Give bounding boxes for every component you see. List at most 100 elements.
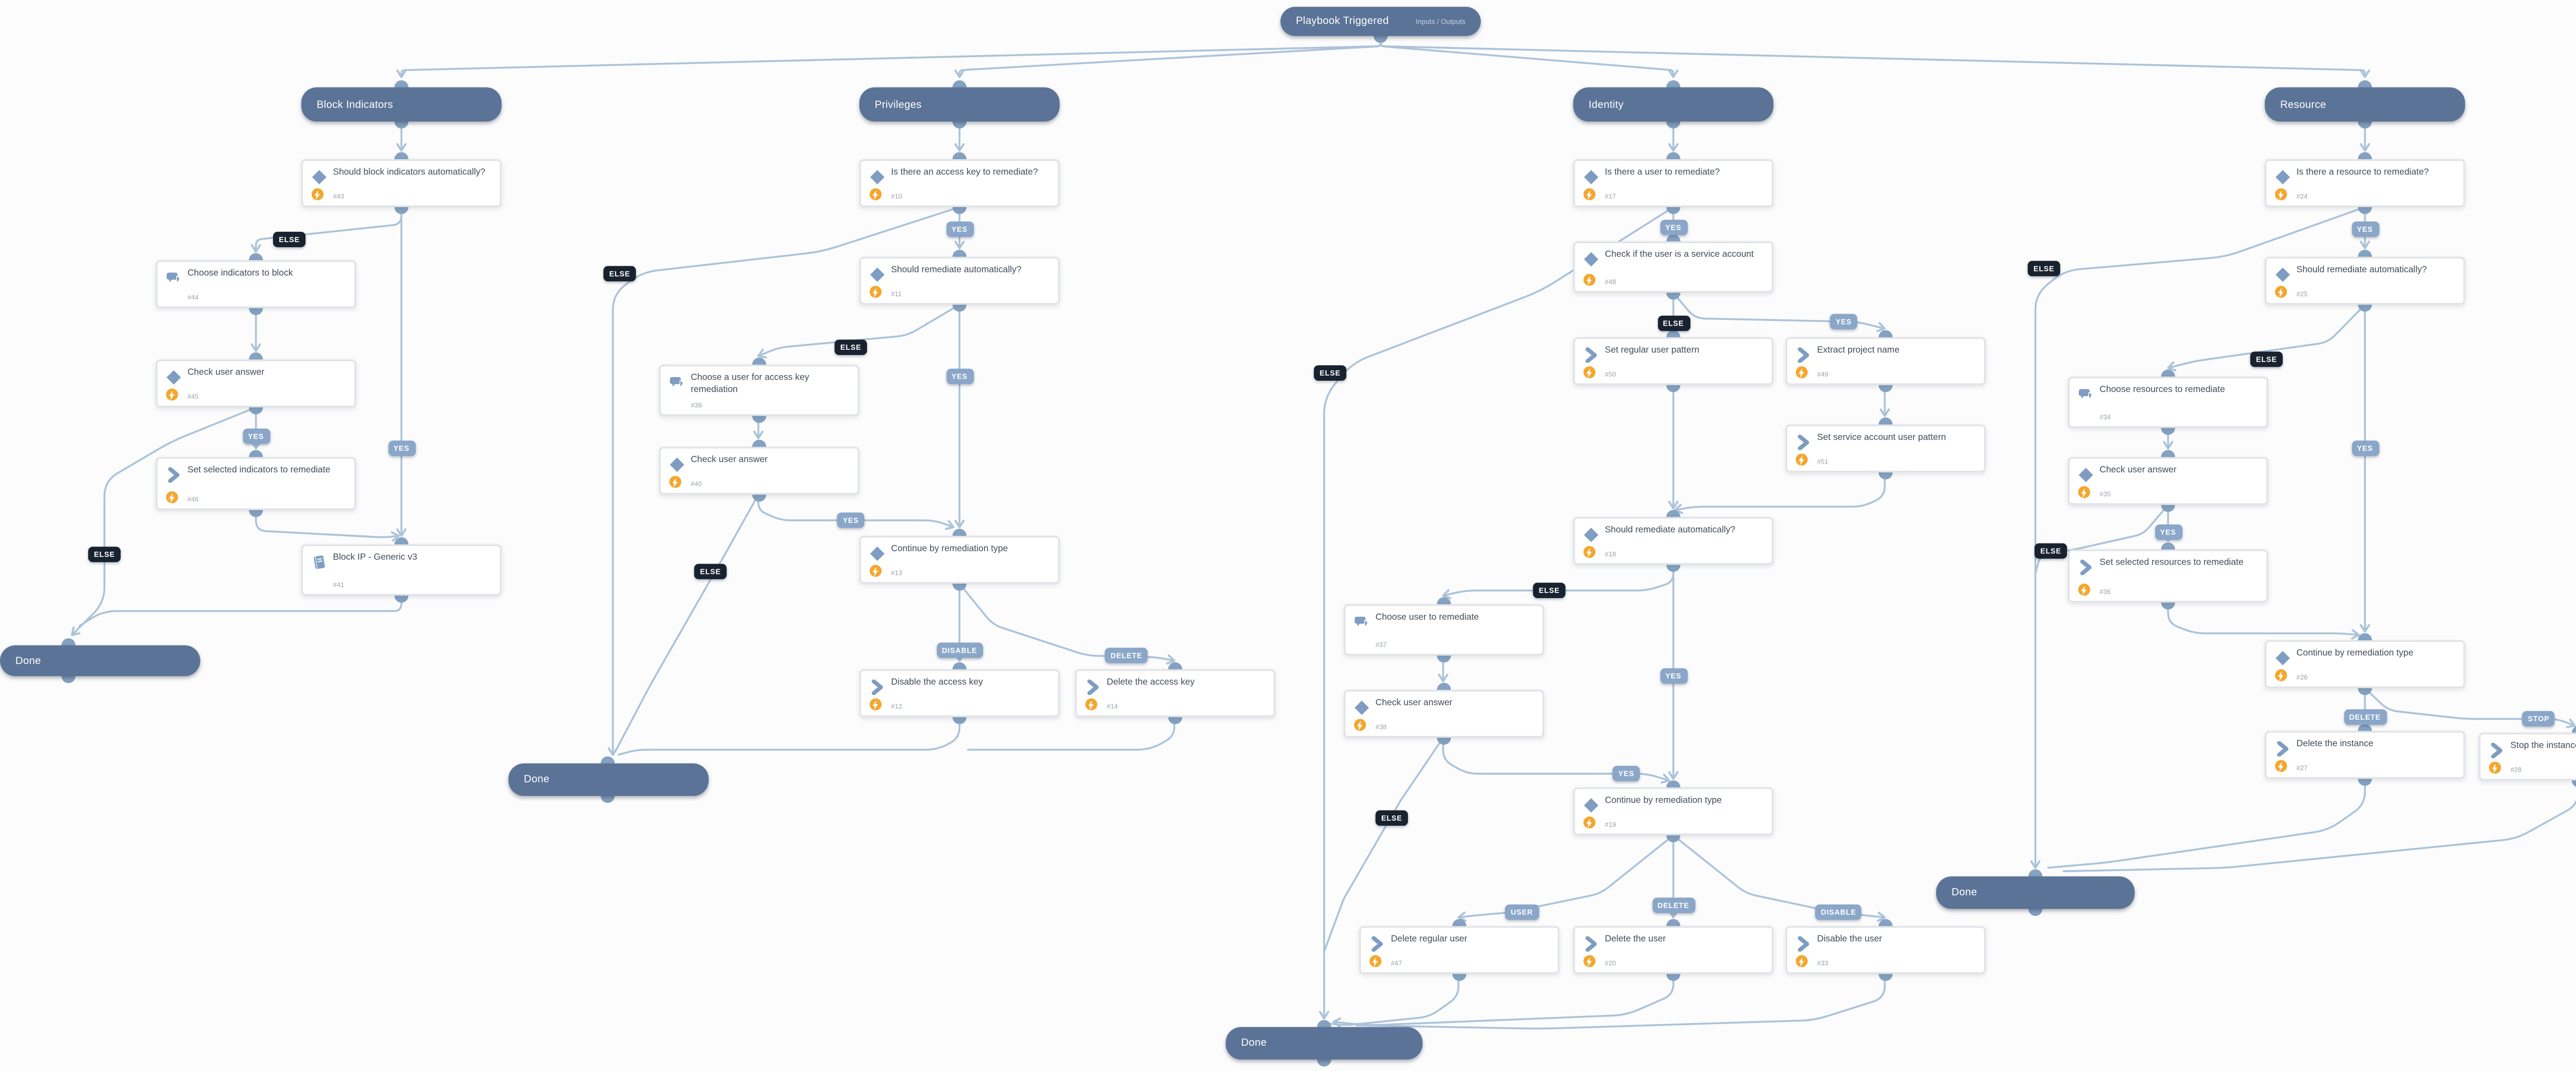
task-node-43[interactable]: Should block indicators automatically?#4…: [301, 159, 502, 208]
done-node-3[interactable]: Done: [1936, 876, 2135, 909]
lightning-icon: [869, 698, 882, 711]
lightning-icon: [1583, 816, 1596, 829]
condition-icon: [870, 266, 885, 282]
task-number: #51: [1817, 457, 1828, 466]
condition-icon: [2275, 650, 2291, 665]
task-node-44[interactable]: Choose indicators to block#44: [156, 260, 357, 309]
connector-edge: [607, 206, 960, 756]
done-node-4[interactable]: Done: [1226, 1027, 1423, 1060]
branch-badge-delete: DELETE: [1105, 648, 1148, 664]
done-node-2[interactable]: Done: [508, 763, 709, 796]
connector-edge: [1323, 737, 1444, 953]
condition-icon: [166, 369, 181, 384]
task-node-24[interactable]: Is there a resource to remediate?#24: [2264, 159, 2465, 208]
connector-edge: [255, 510, 400, 542]
task-node-50[interactable]: Set regular user pattern#50: [1573, 337, 1774, 385]
branch-badge-yes: YES: [945, 368, 974, 385]
branch-badge-stop: STOP: [2522, 711, 2555, 727]
branch-badge-else: ELSE: [1375, 810, 1408, 826]
task-title: Check user answer: [187, 368, 265, 379]
section-label: Block Indicators: [316, 98, 393, 111]
lightning-icon: [2274, 188, 2287, 201]
task-node-18[interactable]: Should remediate automatically?#18: [1573, 517, 1774, 565]
task-node-28[interactable]: Stop the instance#28: [2479, 733, 2576, 781]
task-number: #34: [2099, 412, 2111, 421]
task-number: #44: [187, 293, 199, 301]
task-title: Set service account user pattern: [1817, 433, 1946, 444]
task-node-40[interactable]: Check user answer#40: [659, 447, 859, 495]
task-node-39[interactable]: Choose a user for access key remediation…: [659, 364, 859, 416]
task-title: Check if the user is a service account: [1605, 250, 1754, 261]
task-node-14[interactable]: Delete the access key#14: [1075, 669, 1276, 718]
task-node-10[interactable]: Is there an access key to remediate?#10: [859, 159, 1060, 208]
section-header-block-indicators[interactable]: Block Indicators: [301, 87, 502, 122]
connector-edge: [1379, 39, 2370, 78]
lightning-icon: [165, 490, 179, 504]
task-node-48[interactable]: Check if the user is a service account#4…: [1573, 241, 1774, 293]
task-node-38[interactable]: Check user answer#38: [1344, 690, 1545, 738]
task-node-47[interactable]: Delete regular user#47: [1359, 926, 1560, 974]
task-node-36[interactable]: Set selected resources to remediate#36: [2067, 549, 2268, 603]
task-node-20[interactable]: Delete the user#20: [1573, 926, 1774, 974]
branch-badge-else: ELSE: [1314, 365, 1347, 381]
task-title: Is there a user to remediate?: [1605, 167, 1720, 178]
section-header-identity[interactable]: Identity: [1573, 87, 1774, 122]
lightning-icon: [1583, 955, 1596, 968]
task-title: Is there a resource to remediate?: [2296, 167, 2429, 178]
playbook-trigger-node[interactable]: Playbook Triggered Inputs / Outputs: [1280, 7, 1481, 36]
condition-icon: [2275, 168, 2291, 184]
task-node-25[interactable]: Should remediate automatically?#25: [2264, 257, 2465, 305]
task-node-34[interactable]: Choose resources to remediate#34: [2067, 376, 2268, 428]
done-node-1[interactable]: Done: [0, 645, 200, 676]
branch-badge-else: ELSE: [603, 266, 636, 282]
lightning-icon: [2274, 285, 2287, 299]
task-node-26[interactable]: Continue by remediation type#26: [2264, 640, 2465, 688]
condition-icon: [1583, 168, 1599, 184]
section-header-resource[interactable]: Resource: [2264, 87, 2465, 122]
condition-icon: [1583, 797, 1599, 812]
connector-edge: [1319, 206, 1674, 1020]
task-node-33[interactable]: Disable the user#33: [1785, 926, 1986, 974]
task-node-51[interactable]: Set service account user pattern #51: [1785, 424, 1986, 473]
task-node-35[interactable]: Check user answer#35: [2067, 457, 2268, 505]
connector-edge: [954, 39, 1382, 78]
lightning-icon: [1368, 955, 1382, 968]
task-node-27[interactable]: Delete the instance#27: [2264, 730, 2465, 779]
task-node-12[interactable]: Disable the access key#12: [859, 669, 1060, 718]
task-node-37[interactable]: Choose user to remediate#37: [1344, 604, 1545, 656]
branch-badge-delete: DELETE: [1652, 897, 1695, 913]
condition-icon: [2275, 266, 2291, 282]
task-node-19[interactable]: Continue by remediation type#19: [1573, 787, 1774, 836]
condition-icon: [2078, 466, 2094, 482]
connector-edge: [1674, 472, 1886, 514]
chat-bubbles-icon: [2078, 386, 2094, 401]
branch-badge-else: ELSE: [1657, 315, 1690, 332]
sub-playbook-icon: [312, 554, 327, 569]
task-node-46[interactable]: Set selected indicators to remediate#46: [156, 457, 357, 511]
task-node-41[interactable]: Block IP - Generic v3#41: [301, 544, 502, 596]
task-title: Continue by remediation type: [891, 544, 1008, 555]
condition-icon: [669, 456, 685, 471]
task-node-17[interactable]: Is there a user to remediate?#17: [1573, 159, 1774, 208]
branch-badge-yes: YES: [945, 221, 974, 237]
branch-badge-yes: YES: [2154, 524, 2182, 540]
task-node-45[interactable]: Check user answer#45: [156, 359, 357, 407]
connector-edge: [1442, 565, 1674, 600]
branch-badge-else: ELSE: [88, 547, 121, 563]
task-title: Extract project name: [1817, 346, 1900, 356]
task-node-49[interactable]: Extract project name#49: [1785, 337, 1986, 385]
trigger-label: Playbook Triggered: [1296, 15, 1389, 28]
chevron-task-icon: [2275, 740, 2291, 756]
connector-edge: [396, 39, 1382, 78]
trigger-inputs-outputs-link[interactable]: Inputs / Outputs: [1416, 17, 1466, 26]
connector-edge: [618, 717, 961, 756]
task-title: Should remediate automatically?: [891, 265, 1022, 276]
section-header-privileges[interactable]: Privileges: [859, 87, 1060, 122]
task-node-13[interactable]: Continue by remediation type#13: [859, 536, 1060, 584]
connector-edge: [1328, 974, 1460, 1026]
task-node-11[interactable]: Should remediate automatically?#11: [859, 257, 1060, 305]
task-number: #41: [333, 580, 344, 589]
task-number: #14: [1107, 702, 1118, 710]
